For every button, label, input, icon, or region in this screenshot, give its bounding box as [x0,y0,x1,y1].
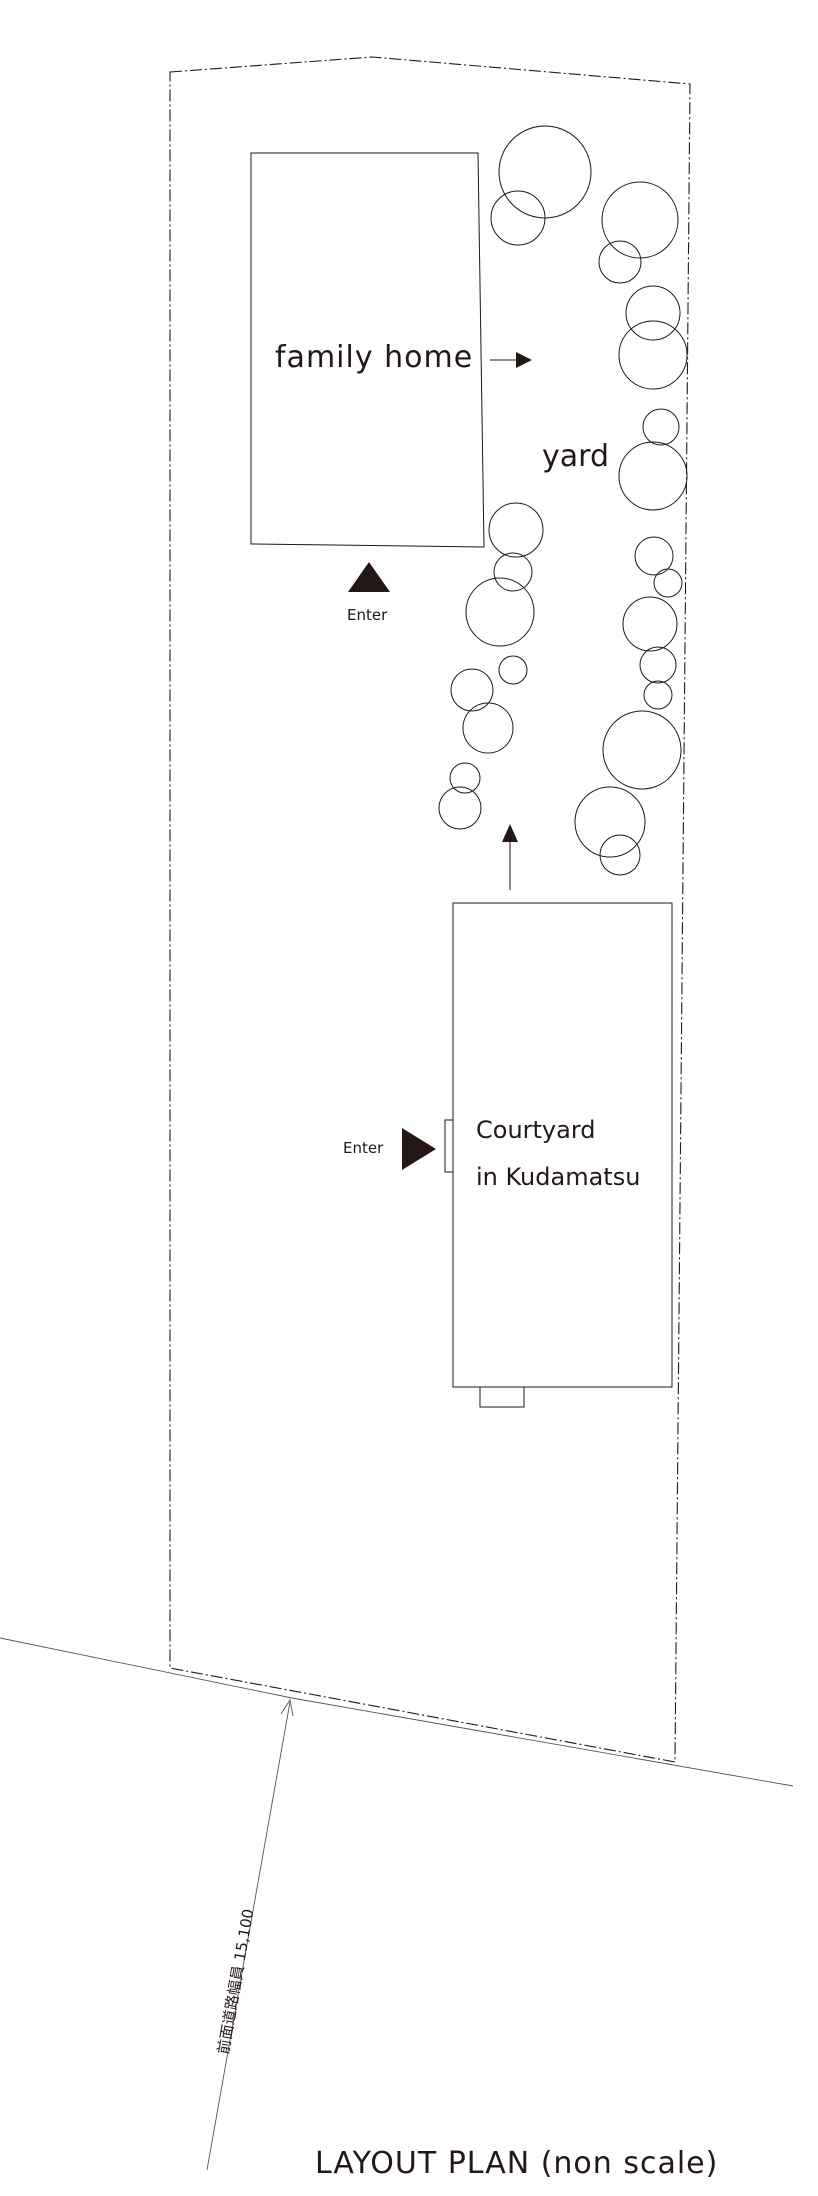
yard-arrow-head-icon [516,352,532,368]
tree [625,285,681,341]
courtyard-side-entry-step [444,1119,454,1173]
tree [599,834,641,876]
yard-label: yard [542,439,609,474]
family-home-building [250,152,485,548]
tree [462,702,514,754]
enter-label-top: Enter [347,606,388,624]
tree [574,786,646,858]
tree [639,646,677,684]
tree [465,577,535,647]
tree [622,596,678,652]
courtyard-bottom-step [479,1386,525,1408]
tree [498,655,528,685]
yard-trees [438,125,688,876]
tree [498,125,592,219]
tree [598,240,642,284]
tree [490,190,546,246]
road-width-label: 前面道路幅員 15,100 [214,1908,257,2056]
tree [618,441,688,511]
enter-triangle-icon-side [402,1128,436,1170]
road-edge-line-north [0,1637,293,1699]
courtyard-label-line1: Courtyard [476,1116,596,1144]
tree [642,408,680,446]
plan-title: LAYOUT PLAN (non scale) [315,2146,718,2181]
tree [493,552,533,592]
tree [653,568,683,598]
tree [449,762,481,794]
tree [438,786,482,830]
road-width-dimension-line [206,1701,291,2171]
tree [488,502,544,558]
tree [450,668,494,712]
courtyard-label-line2: in Kudamatsu [476,1163,640,1191]
tree [643,680,673,710]
enter-triangle-icon-top [348,562,390,592]
tree [602,710,682,790]
tree [618,320,688,390]
courtyard-arrow-head-icon [502,824,518,842]
road-edge-line-south [291,1697,794,1787]
tree [634,536,674,576]
enter-label-side: Enter [343,1139,384,1157]
family-home-label: family home [275,340,473,375]
tree [601,181,679,259]
courtyard-building [452,902,673,1388]
site-boundary [169,56,691,1763]
road-width-arrowhead-icon [280,1698,294,1717]
